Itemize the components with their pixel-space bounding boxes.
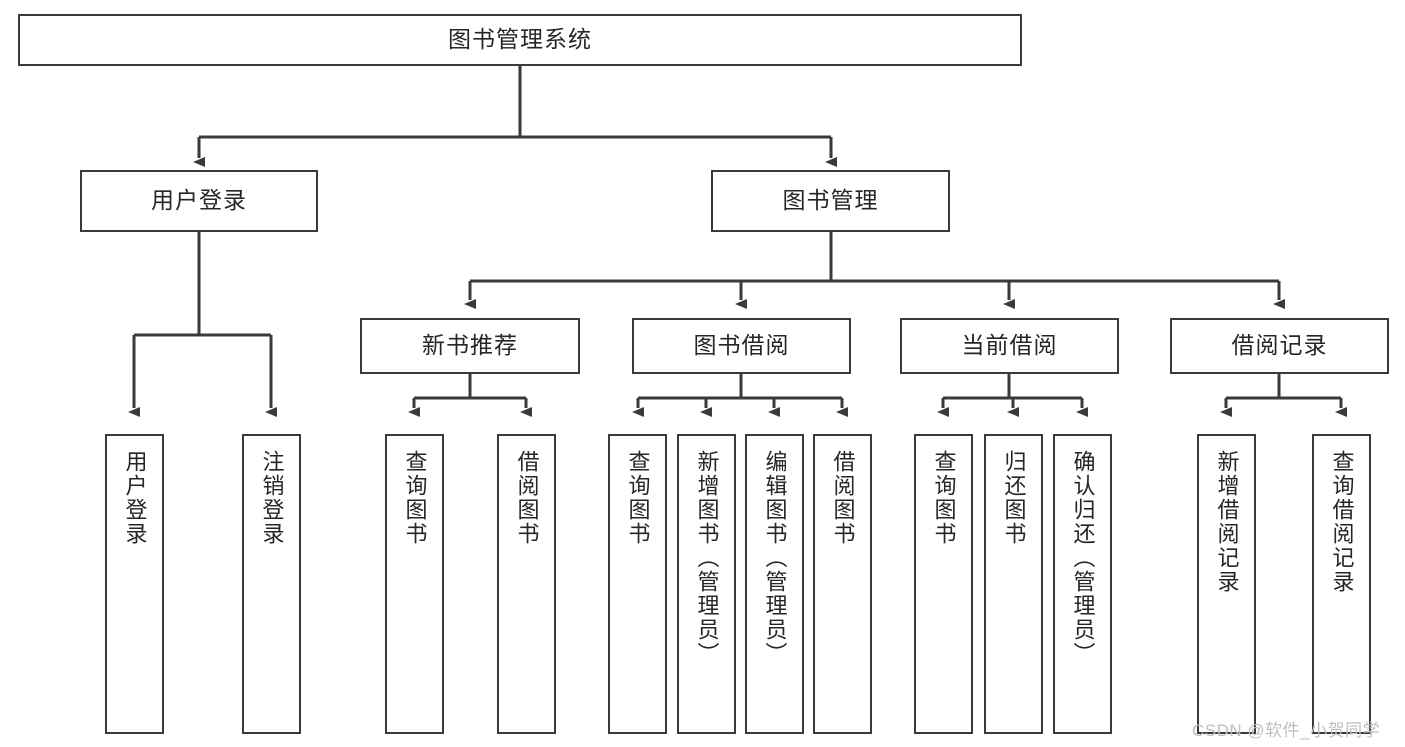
node-label: 新书推荐 [422, 332, 518, 359]
leaf-borrow-edit-book[interactable]: 编辑图书（管理员） [745, 434, 804, 734]
leaf-label: 确认归还（管理员） [1070, 450, 1096, 666]
node-borrow-record[interactable]: 借阅记录 [1170, 318, 1389, 374]
leaf-current-query-book[interactable]: 查询图书 [914, 434, 973, 734]
leaf-user-login-logout[interactable]: 注销登录 [242, 434, 301, 734]
csdn-watermark: CSDN @软件_小贺同学 [1192, 721, 1381, 740]
node-current-borrow[interactable]: 当前借阅 [900, 318, 1119, 374]
leaf-label: 编辑图书（管理员） [762, 450, 788, 666]
leaf-label: 借阅图书 [514, 450, 540, 546]
node-new-book-recommend[interactable]: 新书推荐 [360, 318, 580, 374]
leaf-label: 用户登录 [122, 450, 148, 546]
node-label: 借阅记录 [1231, 332, 1328, 359]
node-label: 当前借阅 [961, 332, 1058, 359]
leaf-user-login-login[interactable]: 用户登录 [105, 434, 164, 734]
leaf-borrow-query-book[interactable]: 查询图书 [608, 434, 667, 734]
node-label: 图书管理 [782, 187, 879, 214]
leaf-borrow-add-book[interactable]: 新增图书（管理员） [677, 434, 736, 734]
leaf-label: 新增图书（管理员） [694, 450, 720, 666]
leaf-label: 查询借阅记录 [1329, 450, 1355, 594]
leaf-current-return-book[interactable]: 归还图书 [984, 434, 1043, 734]
leaf-current-confirm-return[interactable]: 确认归还（管理员） [1053, 434, 1112, 734]
leaf-label: 借阅图书 [830, 450, 856, 546]
leaf-label: 查询图书 [625, 450, 651, 546]
leaf-label: 查询图书 [402, 450, 428, 546]
leaf-new-book-query[interactable]: 查询图书 [385, 434, 444, 734]
node-book-management[interactable]: 图书管理 [711, 170, 950, 232]
leaf-borrow-borrow-book[interactable]: 借阅图书 [813, 434, 872, 734]
leaf-label: 新增借阅记录 [1214, 450, 1240, 594]
leaf-record-add-record[interactable]: 新增借阅记录 [1197, 434, 1256, 734]
node-label: 用户登录 [151, 187, 247, 214]
leaf-label: 查询图书 [931, 450, 957, 546]
node-label: 图书管理系统 [448, 26, 592, 53]
node-root-system[interactable]: 图书管理系统 [18, 14, 1022, 66]
leaf-record-query-record[interactable]: 查询借阅记录 [1312, 434, 1371, 734]
node-book-borrow[interactable]: 图书借阅 [632, 318, 851, 374]
leaf-new-book-borrow[interactable]: 借阅图书 [497, 434, 556, 734]
leaf-label: 注销登录 [259, 450, 285, 546]
node-user-login[interactable]: 用户登录 [80, 170, 318, 232]
leaf-label: 归还图书 [1001, 450, 1027, 546]
node-label: 图书借阅 [693, 332, 790, 359]
